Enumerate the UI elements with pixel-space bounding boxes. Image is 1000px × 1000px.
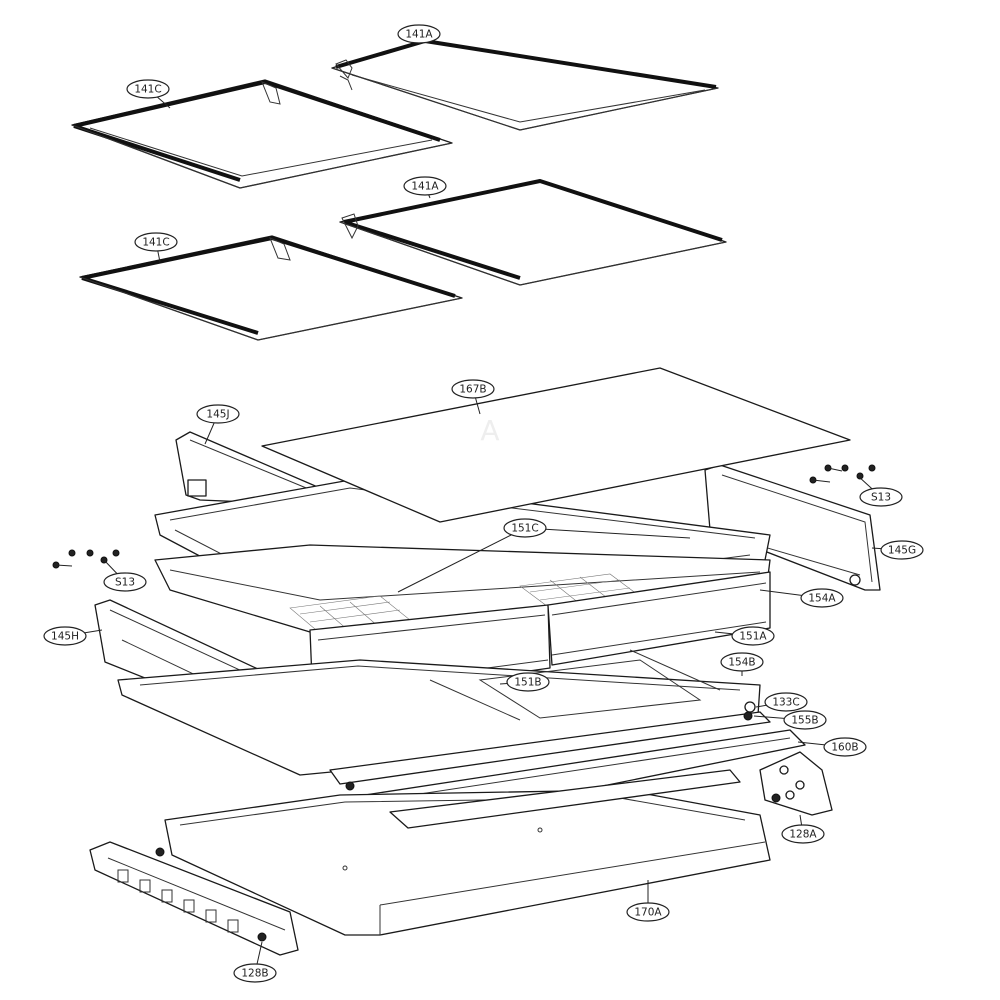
callout-oval: [720, 652, 764, 672]
callout-151b: 151B: [499, 672, 550, 692]
callout-label: 141C: [142, 237, 169, 249]
callout-label: 141A: [411, 181, 439, 193]
callout-145g: 145G: [871, 540, 924, 560]
callout-167b: 167B: [451, 379, 495, 415]
callout-133c: 133C: [755, 692, 808, 712]
callout-label: 145J: [206, 409, 229, 421]
glass-shelf-141c-top: [71, 79, 453, 189]
callout-layer: 141A141C141A141C167B145JS13S13151C145G15…: [43, 24, 924, 983]
callout-160b: 160B: [797, 737, 867, 757]
glass-shelf-141a-mid: [339, 179, 727, 286]
callout-oval: [403, 176, 447, 196]
callout-151a: 151A: [714, 626, 775, 646]
callout-128b: 128B: [233, 941, 277, 983]
callout-141c-top: 141C: [126, 79, 171, 109]
callout-oval: [126, 79, 170, 99]
callout-label: 154A: [808, 593, 836, 605]
callout-155b: 155B: [753, 710, 827, 730]
callout-141c-mid: 141C: [134, 232, 178, 263]
callout-oval: [731, 626, 775, 646]
glass-shelf-141c-mid: [79, 235, 463, 341]
bracket-128b: [89, 841, 299, 956]
callout-label: 160B: [831, 742, 858, 754]
callout-oval: [196, 404, 240, 424]
callout-oval: [451, 379, 495, 399]
callout-label: 128B: [241, 968, 268, 980]
callout-oval: [233, 963, 277, 983]
callout-label: 151A: [739, 631, 767, 643]
callout-oval: [800, 588, 844, 608]
bracket-128a: [759, 751, 833, 816]
callout-label: 145H: [51, 631, 79, 643]
callout-151c: 151C: [397, 518, 691, 593]
callout-oval: [397, 24, 441, 44]
callout-141a-top: 141A: [397, 24, 441, 44]
callout-label: 154B: [728, 657, 755, 669]
callout-oval: [506, 672, 550, 692]
callout-s13-right: S13: [857, 475, 903, 507]
side-rail-145j: [175, 431, 321, 506]
watermark-glyph: A: [480, 414, 499, 447]
screws-s13-right: [809, 464, 876, 484]
callout-label: 167B: [459, 384, 486, 396]
callout-label: S13: [871, 492, 891, 504]
callout-oval: [781, 824, 825, 844]
callout-oval: [134, 232, 178, 252]
callout-leader: [397, 527, 526, 593]
callout-145j: 145J: [196, 404, 240, 445]
callout-oval: [764, 692, 808, 712]
callout-leader: [524, 527, 691, 539]
roller-155b: [743, 711, 753, 721]
callout-s13-left: S13: [103, 559, 147, 592]
callout-128a: 128A: [781, 814, 825, 844]
callout-label: 151B: [514, 677, 541, 689]
roller-133c: [744, 701, 756, 713]
callout-label: 151C: [511, 523, 538, 535]
callout-label: 170A: [634, 907, 662, 919]
drawer-151a: [547, 571, 771, 666]
callout-oval: [880, 540, 924, 560]
callout-oval: [43, 626, 87, 646]
callout-label: 145G: [888, 545, 916, 557]
glass-shelf-141a-top: [331, 39, 719, 131]
callout-170a: 170A: [626, 880, 670, 922]
callout-oval: [823, 737, 867, 757]
callout-label: 133C: [772, 697, 799, 709]
callout-154a: 154A: [759, 588, 844, 608]
callout-label: 128A: [789, 829, 817, 841]
callout-154b: 154B: [720, 652, 764, 676]
rail-cover-bar: [329, 711, 771, 791]
callout-oval: [626, 902, 670, 922]
callout-141a-mid: 141A: [403, 176, 447, 199]
callout-label: S13: [115, 577, 135, 589]
cover-plate-167b: A: [261, 367, 851, 523]
callout-label: 141A: [405, 29, 433, 41]
callout-label: 141C: [134, 84, 161, 96]
callout-oval: [859, 487, 903, 507]
pantry-drawer-170a: [155, 769, 771, 936]
callout-145h: 145H: [43, 626, 103, 646]
callout-oval: [103, 572, 147, 592]
callout-oval: [503, 518, 547, 538]
callout-oval: [783, 710, 827, 730]
callout-label: 155B: [791, 715, 818, 727]
